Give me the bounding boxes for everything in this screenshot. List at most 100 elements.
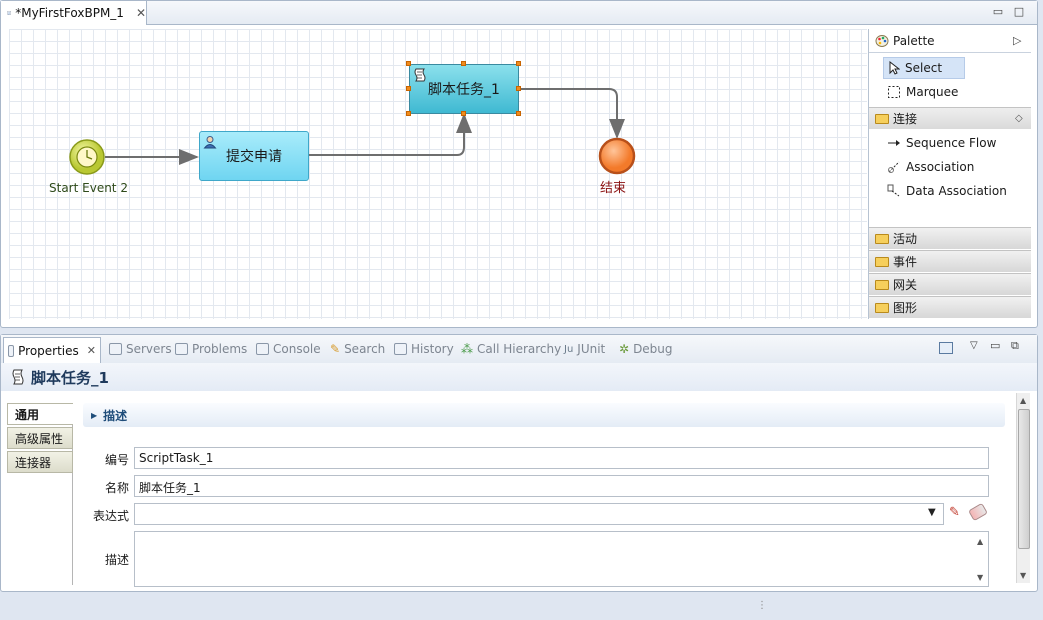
tab-search[interactable]: ✎ Search [330,340,385,358]
resize-handle[interactable] [406,86,411,91]
resize-handle[interactable] [461,111,466,116]
minimize-icon[interactable]: ▭ [990,339,1001,352]
id-field[interactable]: ScriptTask_1 [134,447,989,469]
tab-console[interactable]: Console [256,340,321,358]
side-tab-advanced[interactable]: 高级属性 [7,427,73,449]
resize-handle[interactable] [516,86,521,91]
view-tab-bar: Properties ✕ Servers Problems Console ✎ … [1,335,1037,363]
pin-icon[interactable]: ◇ [1015,113,1023,124]
user-task-submit[interactable]: 提交申请 [199,131,309,181]
palette-tool-data-association[interactable]: Data Association [883,180,1007,202]
eraser-icon[interactable] [968,502,988,522]
debug-icon: ✲ [619,342,630,356]
tab-label: Debug [633,342,673,356]
properties-scrollbar[interactable]: ▲ ▼ [1016,393,1030,583]
editor-tab-bar: *MyFirstFoxBPM_1 ✕ ▭ □ [1,1,1037,25]
folder-icon [875,279,889,290]
palette-tool-sequence-flow[interactable]: Sequence Flow [883,132,996,154]
edit-pencil-icon[interactable]: ✎ [949,505,960,520]
tab-call-hierarchy[interactable]: ⁂ Call Hierarchy [461,340,561,358]
tool-label: Association [906,160,975,174]
select-arrow-icon [889,61,900,75]
name-field[interactable]: 脚本任务_1 [134,475,989,497]
textarea-scroll-up-icon[interactable]: ▲ [977,537,984,546]
section-title: 描述 [103,408,128,423]
close-icon[interactable]: ✕ [86,344,96,357]
palette-drawer-gateways[interactable]: 网关 [869,273,1031,295]
diagram-svg [69,88,636,175]
view-menu-icon[interactable]: ▽ [970,340,978,351]
description-textarea[interactable] [134,531,989,587]
resize-handle[interactable] [516,61,521,66]
palette-header: Palette ▷ [869,29,1031,53]
drawer-label: 活动 [893,232,918,246]
bpmn-file-icon [7,11,11,15]
tab-properties[interactable]: Properties ✕ [3,337,101,363]
side-tab-connectors[interactable]: 连接器 [7,451,73,473]
tab-problems[interactable]: Problems [175,340,247,358]
sequence-flow-script-to-end[interactable] [519,88,625,139]
sequence-flow-submit-to-script[interactable] [309,113,472,156]
properties-side-tabs: 通用 高级属性 连接器 [7,403,73,585]
resize-handle[interactable] [461,61,466,66]
association-icon [888,161,900,173]
drawer-label: 图形 [893,301,918,315]
tab-label: Properties [18,343,79,358]
name-label: 名称 [104,481,129,495]
tab-debug[interactable]: ✲ Debug [619,340,673,358]
script-icon [414,68,426,82]
diagram-canvas[interactable]: Start Event 2 提交申请 脚本任务_1 结束 [9,29,867,319]
restore-icon[interactable]: ⧉ [1011,339,1019,352]
marquee-icon [888,86,900,98]
data-association-icon [887,184,900,197]
pin-view-icon[interactable] [939,342,953,354]
marquee-tool-label: Marquee [906,85,959,99]
expression-combo[interactable] [134,503,944,525]
tab-junit[interactable]: Ju JUnit [564,340,605,358]
scrollbar-thumb[interactable] [1018,409,1030,549]
section-description[interactable]: ▶ 描述 [83,403,1005,427]
palette-title: Palette [893,33,935,48]
tab-label: Call Hierarchy [477,342,562,356]
scroll-up-icon[interactable]: ▲ [1020,396,1027,405]
properties-title: 脚本任务_1 [31,368,109,387]
script-task-label: 脚本任务_1 [428,82,500,98]
end-event-label: 结束 [600,181,627,196]
resize-handle[interactable] [406,61,411,66]
textarea-scroll-down-icon[interactable]: ▼ [977,573,984,582]
tab-servers[interactable]: Servers [109,340,172,358]
tab-label: Console [273,342,321,356]
tab-label: Problems [192,342,248,356]
script-task-1[interactable]: 脚本任务_1 [409,64,519,114]
folder-icon [875,302,889,313]
palette-drawer-events[interactable]: 事件 [869,250,1031,272]
resize-handle[interactable] [406,111,411,116]
side-tab-label: 通用 [15,407,40,422]
console-icon [256,343,269,355]
palette-tool-marquee[interactable]: Marquee [883,81,958,103]
tab-label: JUnit [577,342,606,356]
scroll-down-icon[interactable]: ▼ [1020,571,1027,580]
tool-label: Data Association [906,184,1007,198]
editor-tab-myfirstfoxbpm[interactable]: *MyFirstFoxBPM_1 ✕ [1,1,147,25]
tab-history[interactable]: History [394,340,454,358]
status-drag-handle-icon[interactable]: ⋮ [757,600,767,611]
close-icon[interactable]: ✕ [135,6,146,20]
maximize-icon[interactable]: □ [1013,5,1025,18]
servers-icon [109,343,122,355]
collapse-palette-icon[interactable]: ▷ [1013,34,1022,47]
palette-drawer-connections[interactable]: 连接 ◇ [869,107,1031,129]
palette-tool-select[interactable]: Select [883,57,965,79]
tab-label: Servers [126,342,172,356]
resize-handle[interactable] [516,111,521,116]
palette-drawer-activities[interactable]: 活动 [869,227,1031,249]
history-icon [394,343,407,355]
editor-tab-title: *MyFirstFoxBPM_1 [15,6,124,20]
end-event[interactable] [598,137,636,175]
call-hierarchy-icon: ⁂ [461,342,473,356]
palette-tool-association[interactable]: Association [883,156,974,178]
minimize-icon[interactable]: ▭ [992,5,1004,18]
palette-drawer-shapes[interactable]: 图形 [869,296,1031,318]
chevron-down-icon[interactable]: ▼ [928,507,936,518]
side-tab-general[interactable]: 通用 [7,403,73,425]
